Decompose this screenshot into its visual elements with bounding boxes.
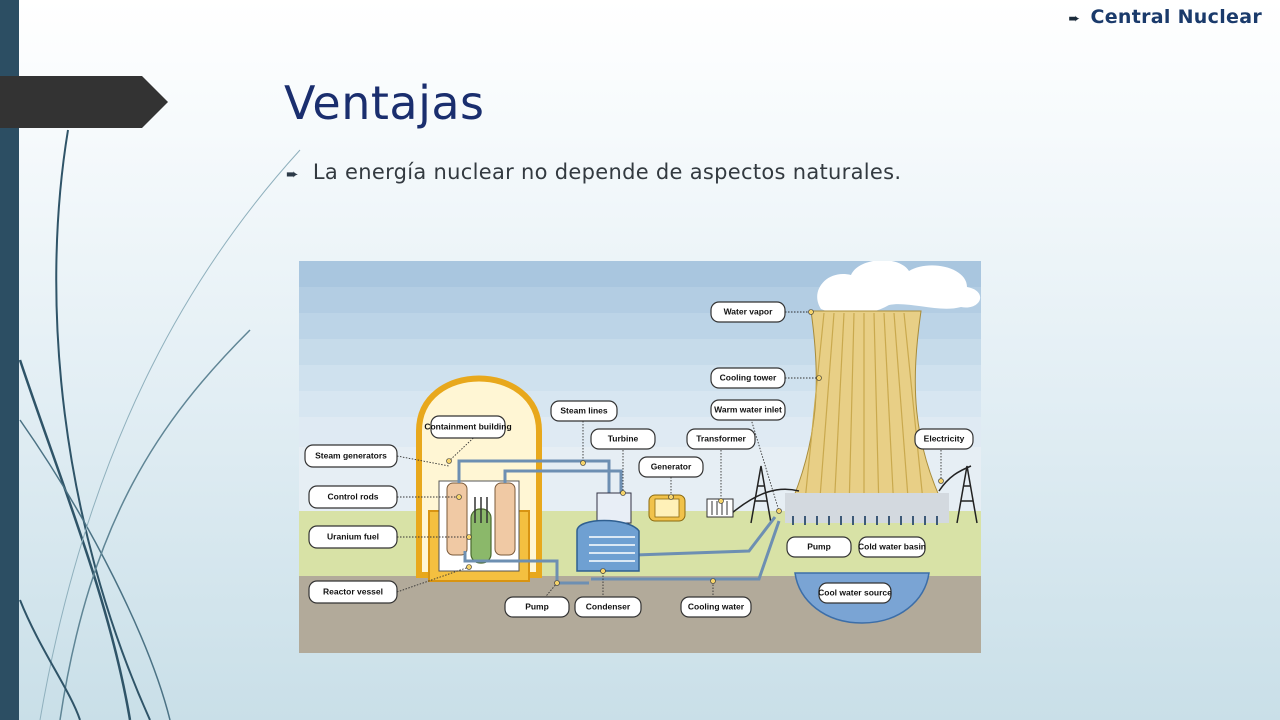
section-header: ➨ Central Nuclear	[1068, 6, 1262, 28]
bullet-text: La energía nuclear no depende de aspecto…	[312, 160, 902, 184]
label-text: Steam lines	[560, 405, 608, 415]
label-text: Turbine	[608, 433, 639, 443]
decorative-curves	[18, 129, 301, 720]
label-text: Pump	[525, 601, 549, 611]
label-text: Cold water basin	[858, 541, 926, 551]
label-text: Uranium fuel	[327, 531, 379, 541]
section-label: Central Nuclear	[1090, 6, 1262, 28]
label-text: Water vapor	[724, 306, 774, 316]
label-steam-generators: Steam generators	[304, 444, 398, 468]
nuclear-plant-diagram: Containment building Steam generators Co…	[299, 261, 981, 653]
label-text: Transformer	[696, 433, 746, 443]
label-text: Condenser	[586, 601, 631, 611]
label-condenser: Condenser	[574, 596, 642, 618]
slide-title: Ventajas	[284, 76, 485, 130]
label-text: Pump	[807, 541, 831, 551]
label-uranium-fuel: Uranium fuel	[308, 525, 398, 549]
label-text: Cool water source	[818, 587, 892, 597]
label-warm-water-inlet: Warm water inlet	[710, 399, 786, 421]
arrow-bullet-icon: ➨	[286, 165, 299, 183]
label-text: Warm water inlet	[714, 404, 782, 414]
label-cooling-tower: Cooling tower	[710, 367, 786, 389]
label-reactor-vessel: Reactor vessel	[308, 580, 398, 604]
label-cool-water-source: Cool water source	[818, 582, 892, 604]
label-transformer: Transformer	[686, 428, 756, 450]
label-steam-lines: Steam lines	[550, 400, 618, 422]
title-tab	[0, 76, 168, 128]
label-pump-right: Pump	[786, 536, 852, 558]
label-turbine: Turbine	[590, 428, 656, 450]
sidebar-bar	[0, 0, 19, 720]
label-cooling-water: Cooling water	[680, 596, 752, 618]
label-text: Containment building	[424, 421, 511, 431]
label-text: Electricity	[924, 433, 965, 443]
label-text: Control rods	[328, 491, 379, 501]
label-cold-water-basin: Cold water basin	[858, 536, 926, 558]
label-pump-left: Pump	[504, 596, 570, 618]
bullet-item: ➨ La energía nuclear no depende de aspect…	[286, 160, 901, 184]
label-text: Reactor vessel	[323, 586, 383, 596]
label-text: Cooling water	[688, 601, 745, 611]
label-text: Steam generators	[315, 450, 387, 460]
label-electricity: Electricity	[914, 428, 974, 450]
label-text: Generator	[651, 461, 692, 471]
label-control-rods: Control rods	[308, 485, 398, 509]
label-text: Cooling tower	[720, 372, 777, 382]
label-water-vapor: Water vapor	[710, 301, 786, 323]
label-generator: Generator	[638, 456, 704, 478]
arrow-bullet-icon: ➨	[1068, 11, 1081, 27]
label-containment-building: Containment building	[424, 415, 512, 439]
